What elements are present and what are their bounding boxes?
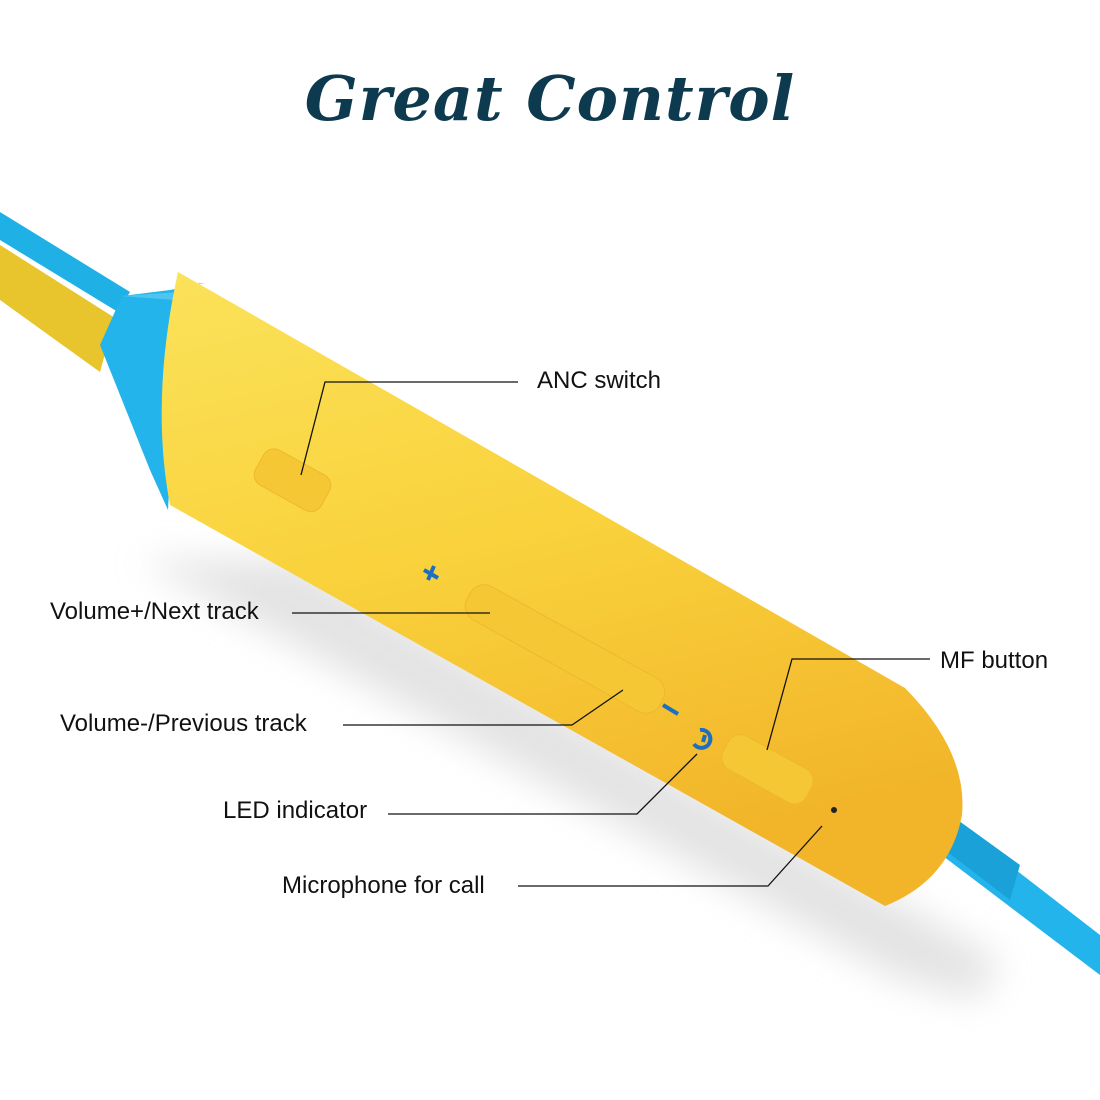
label-anc-switch: ANC switch xyxy=(537,367,662,394)
label-volume-up: Volume+/Next track xyxy=(50,598,259,625)
led-leader-line xyxy=(388,753,698,815)
left-cable-blue xyxy=(0,212,130,312)
shadow xyxy=(140,560,1000,1000)
minus-icon xyxy=(661,703,680,716)
mic-leader-line xyxy=(518,825,823,887)
left-cable-yellow xyxy=(0,245,115,372)
label-microphone: Microphone for call xyxy=(282,872,485,899)
power-icon xyxy=(692,727,713,750)
mf-button xyxy=(721,734,814,805)
volume-up-button xyxy=(464,584,666,714)
cable-collar xyxy=(100,283,205,510)
label-led-indicator: LED indicator xyxy=(223,797,368,824)
anc-switch xyxy=(253,448,332,513)
microphone-hole xyxy=(831,807,837,813)
plus-icon xyxy=(423,565,439,581)
page-title: Great Control xyxy=(304,62,796,135)
anc-leader-line xyxy=(300,381,518,476)
vol-down-leader-line xyxy=(343,689,624,726)
mf-leader-line xyxy=(766,658,930,751)
label-volume-down: Volume-/Previous track xyxy=(60,710,307,737)
label-mf-button: MF button xyxy=(940,647,1049,674)
